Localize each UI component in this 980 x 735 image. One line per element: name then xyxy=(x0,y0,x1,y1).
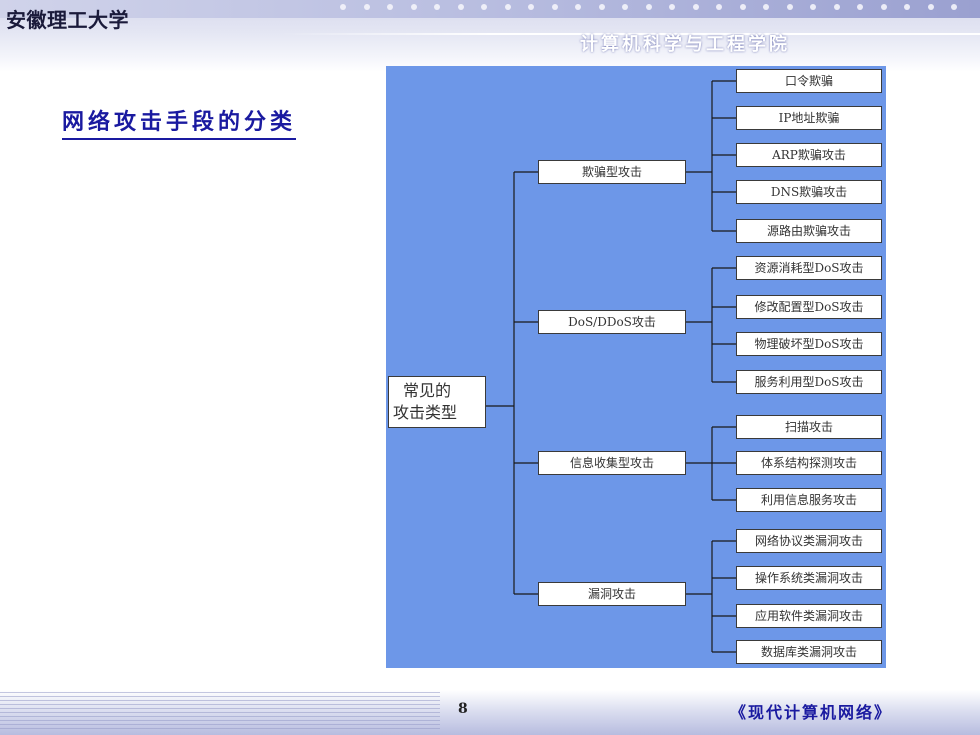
root-label-line2: 攻击类型 xyxy=(393,403,458,422)
decor-dot xyxy=(598,4,605,10)
decor-dot xyxy=(363,4,370,10)
leaf-node: 应用软件类漏洞攻击 xyxy=(736,604,882,628)
school-name: 安徽理工大学 xyxy=(6,8,129,32)
decor-dot xyxy=(739,4,746,10)
decor-dot xyxy=(575,4,581,10)
decor-dot xyxy=(927,4,934,10)
header-rule xyxy=(280,33,980,35)
leaf-node: 服务利用型DoS攻击 xyxy=(736,370,882,394)
decor-dot xyxy=(786,4,793,10)
book-title: 《现代计算机网络》 xyxy=(730,703,893,722)
leaf-node: 数据库类漏洞攻击 xyxy=(736,640,882,664)
decor-dot xyxy=(551,4,558,10)
slide-title: 网络攻击手段的分类 xyxy=(62,104,297,140)
group-node-vulnerability: 漏洞攻击 xyxy=(538,582,686,606)
decor-dot xyxy=(904,4,910,10)
leaf-node: 利用信息服务攻击 xyxy=(736,488,882,512)
leaf-node: 口令欺骗 xyxy=(736,69,882,93)
group-node-dos: DoS/DDoS攻击 xyxy=(538,310,686,334)
decor-dot xyxy=(692,4,699,10)
leaf-node: 体系结构探测攻击 xyxy=(736,451,882,475)
leaf-node: ARP欺骗攻击 xyxy=(736,143,882,167)
decor-dot xyxy=(622,4,628,10)
root-node: 常见的 攻击类型 xyxy=(388,376,486,428)
decor-dot xyxy=(387,4,393,10)
decor-dot xyxy=(645,4,652,10)
leaf-node: 操作系统类漏洞攻击 xyxy=(736,566,882,590)
leaf-node: 源路由欺骗攻击 xyxy=(736,219,882,243)
decor-dot xyxy=(669,4,675,10)
leaf-node: 修改配置型DoS攻击 xyxy=(736,295,882,319)
header-band: 安徽理工大学 计算机科学与工程学院 xyxy=(0,0,980,72)
decor-dot xyxy=(528,4,534,10)
leaf-node: 资源消耗型DoS攻击 xyxy=(736,256,882,280)
header-dots xyxy=(340,4,980,14)
decor-dot xyxy=(457,4,464,10)
attack-classification-diagram: 常见的 攻击类型 欺骗型攻击 DoS/DDoS攻击 信息收集型攻击 漏洞攻击 口… xyxy=(386,66,886,668)
footer-stripes xyxy=(0,692,440,732)
leaf-node: IP地址欺骗 xyxy=(736,106,882,130)
decor-dot xyxy=(340,4,346,10)
leaf-node: DNS欺骗攻击 xyxy=(736,180,882,204)
leaf-node: 网络协议类漏洞攻击 xyxy=(736,529,882,553)
header-stripe xyxy=(0,0,980,18)
decor-dot xyxy=(857,4,863,10)
group-node-info-gathering: 信息收集型攻击 xyxy=(538,451,686,475)
decor-dot xyxy=(410,4,417,10)
decor-dot xyxy=(481,4,487,10)
college-name: 计算机科学与工程学院 xyxy=(580,34,790,55)
decor-dot xyxy=(810,4,816,10)
decor-dot xyxy=(716,4,722,10)
group-node-spoofing: 欺骗型攻击 xyxy=(538,160,686,184)
page-number: 8 xyxy=(458,701,468,717)
decor-dot xyxy=(504,4,511,10)
connector-lines xyxy=(486,80,736,653)
decor-dot xyxy=(880,4,887,10)
decor-dot xyxy=(434,4,440,10)
root-label-line1: 常见的 xyxy=(403,381,452,400)
leaf-node: 物理破坏型DoS攻击 xyxy=(736,332,882,356)
leaf-node: 扫描攻击 xyxy=(736,415,882,439)
decor-dot xyxy=(833,4,840,10)
decor-dot xyxy=(763,4,769,10)
decor-dot xyxy=(951,4,957,10)
